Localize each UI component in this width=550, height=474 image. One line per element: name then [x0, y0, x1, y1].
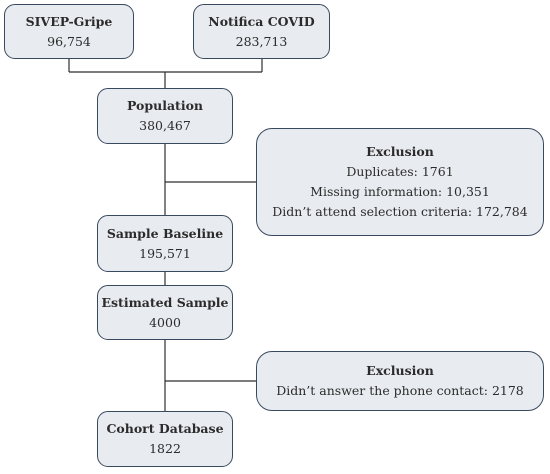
- box-count: 96,754: [47, 33, 91, 49]
- exclusion-line: Missing information: 10,351: [310, 184, 490, 199]
- box-title: SIVEP-Gripe: [25, 13, 113, 29]
- sivep-gripe-box: SIVEP-Gripe 96,754: [4, 4, 134, 59]
- exclusion-line: Didn’t answer the phone contact: 2178: [276, 383, 524, 398]
- population-box: Population 380,467: [97, 88, 233, 144]
- estimated-sample-box: Estimated Sample 4000: [97, 285, 233, 340]
- box-title: Sample Baseline: [106, 225, 224, 241]
- box-title: Estimated Sample: [101, 294, 229, 310]
- box-title: Notifica COVID: [208, 13, 315, 29]
- exclusion-line: Duplicates: 1761: [346, 164, 454, 179]
- box-count: 195,571: [139, 245, 191, 261]
- box-title: Cohort Database: [106, 421, 224, 436]
- box-count: 4000: [149, 314, 181, 330]
- box-title: Exclusion: [366, 363, 434, 378]
- box-count: 283,713: [235, 33, 288, 49]
- box-title: Population: [126, 98, 204, 113]
- exclusion-line: Didn’t attend selection criteria: 172,78…: [272, 204, 528, 219]
- notifica-covid-box: Notifica COVID 283,713: [193, 4, 330, 59]
- exclusion-box-1: Exclusion Duplicates: 1761 Missing infor…: [256, 128, 544, 236]
- box-count: 380,467: [139, 118, 191, 133]
- sample-baseline-box: Sample Baseline 195,571: [97, 215, 233, 272]
- box-count: 1822: [149, 441, 181, 456]
- box-title: Exclusion: [366, 144, 434, 159]
- exclusion-box-2: Exclusion Didn’t answer the phone contac…: [256, 351, 544, 411]
- cohort-database-box: Cohort Database 1822: [97, 411, 233, 467]
